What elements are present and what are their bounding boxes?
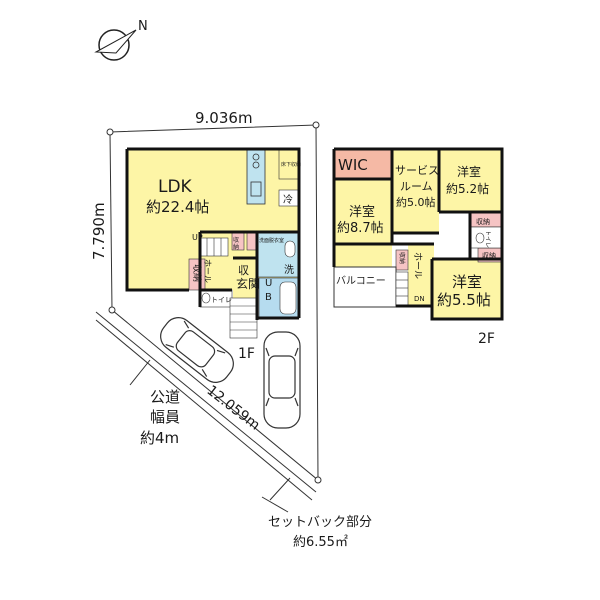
closet-label: 収 [233, 237, 239, 244]
road-setback-lines [95, 311, 317, 501]
dimension-depth: 7.790m [90, 202, 108, 260]
setback-label-line1: セットバック部分 [268, 515, 372, 530]
hall-1f-label: ホール [203, 259, 212, 283]
room-b-name: 洋室 [349, 204, 375, 220]
wic-label: WIC [338, 156, 368, 174]
staircase-hall [199, 237, 229, 257]
ldk-name: LDK [158, 177, 193, 197]
washbasin-icon [284, 240, 296, 258]
floor1-plan: 床下収納 冷 [125, 147, 301, 362]
room-a-size: 約5.2帖 [446, 181, 489, 196]
entrance-label-line1: 収 [238, 264, 249, 277]
car-icon [160, 317, 234, 383]
wash-label: 洗 [284, 264, 294, 276]
toilet-icon [201, 292, 211, 304]
room-b [334, 179, 392, 267]
hall-2f-label: ホール [412, 252, 423, 279]
room-a [439, 149, 502, 212]
ub-label-u: U [265, 278, 272, 289]
site-boundary [106, 121, 322, 484]
closet-label-2: 納 [233, 243, 239, 251]
ldk-size: 約22.4帖 [146, 198, 209, 216]
room-b-size: 約8.7帖 [337, 221, 384, 236]
road-label-line1: 公道 [150, 388, 180, 406]
service-room-size: 約5.0帖 [396, 195, 436, 209]
storage-2f-c-label: 収納 [398, 252, 406, 264]
staircase-2f [395, 271, 409, 307]
toilet-2f-label: トイレ [484, 230, 491, 248]
room-c [432, 259, 502, 319]
sink-icon [250, 181, 262, 197]
floor2-plan: WIC サービス ルーム 約5.0帖 洋室 約5.2帖 洋室 約8.7帖 洋室 … [332, 147, 504, 347]
north-label: N [138, 19, 148, 34]
room-c-size: 約5.5帖 [437, 291, 491, 309]
road-label-line3: 約4m [140, 429, 179, 447]
pantry-label: 床下収納 [281, 161, 301, 168]
stove-icon [252, 153, 260, 161]
balcony [333, 266, 397, 308]
room-c-name: 洋室 [452, 273, 482, 291]
up-label: UP [192, 233, 203, 242]
entrance-label: 玄関 [236, 276, 260, 291]
staircase-1f [229, 297, 258, 339]
storage-2f-a-label: 収納 [476, 217, 490, 226]
road-label-line2: 幅員 [150, 408, 180, 426]
service-room [392, 149, 439, 233]
compass-icon: N [94, 19, 148, 61]
ub-label-b: B [265, 292, 272, 303]
entrance-room [233, 258, 257, 298]
storage-2f-c [395, 249, 409, 271]
car-icon [263, 331, 301, 429]
balcony-label: バルコニー [336, 275, 386, 287]
storage-2f-b-label: 収納 [482, 251, 496, 260]
toilet-1f-label: トイレ [211, 296, 232, 304]
dimension-width: 9.036m [195, 109, 253, 127]
service-room-line2: ルーム [400, 180, 433, 193]
dn-label: DN [414, 295, 425, 303]
washroom-label: 洗面脱衣室 [259, 237, 284, 244]
storage-1f-label: 収納 [191, 264, 203, 282]
floor2-label: 2F [478, 331, 495, 347]
service-room-line1: サービス [395, 164, 439, 177]
bathtub-icon [279, 281, 297, 315]
room-a-name: 洋室 [457, 164, 481, 179]
fridge-label: 冷 [283, 193, 293, 206]
dimension-road-edge: 12.059m [204, 383, 263, 434]
wic-room [334, 149, 392, 179]
walls-1f [125, 147, 301, 320]
toilet-icon [475, 232, 485, 244]
floor1-label: 1F [238, 346, 255, 362]
walls-2f [332, 147, 504, 321]
setback-label-line2: 約6.55㎡ [293, 535, 348, 550]
hall-2f [408, 244, 434, 306]
stove-icon [252, 161, 260, 169]
